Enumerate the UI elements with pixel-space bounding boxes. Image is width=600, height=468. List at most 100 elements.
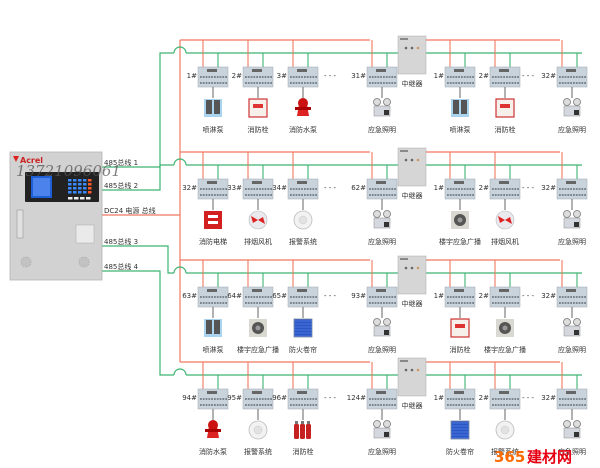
terminal-icon [573, 82, 575, 84]
terminal-icon [219, 302, 222, 304]
module-display-icon [376, 289, 386, 292]
terminal-icon [508, 398, 511, 400]
repeater-led-icon [404, 266, 408, 270]
terminal-icon [267, 194, 270, 196]
repeater-label: 中继器 [402, 299, 423, 308]
terminal-icon [561, 296, 564, 298]
module-address-label: 1# [434, 72, 444, 80]
terminal-icon [261, 302, 264, 304]
io-module: 34# 报警系统 [272, 152, 319, 246]
terminal-icon [561, 76, 564, 78]
lamp-a [373, 420, 381, 428]
terminal-icon [447, 404, 449, 406]
terminal-icon [259, 302, 261, 304]
module-display-icon [252, 289, 262, 292]
terminal-icon [492, 302, 494, 304]
terminal-icon [301, 398, 303, 400]
light-indicator [384, 432, 389, 437]
terminal-icon [214, 82, 216, 84]
terminal-icon [497, 194, 500, 196]
terminal-icon [570, 404, 572, 406]
terminal-icon [383, 188, 385, 190]
terminal-icon [391, 398, 394, 400]
terminal-icon [315, 398, 317, 400]
terminal-icon [567, 82, 570, 84]
terminal-icon [214, 296, 216, 298]
terminal-icon [455, 76, 458, 78]
terminal-icon [211, 296, 213, 298]
io-module: 31#应急照明 [351, 40, 398, 134]
lamp-a [563, 210, 571, 218]
fan-blade [505, 217, 512, 224]
terminal-icon [388, 398, 391, 400]
terminal-icon [200, 296, 202, 298]
terminal-icon [374, 194, 377, 196]
terminal-icon [225, 188, 227, 190]
terminal-icon [301, 296, 303, 298]
terminal-icon [295, 82, 298, 84]
module-display-icon [454, 69, 464, 72]
terminal-icon [578, 404, 581, 406]
terminal-icon [567, 188, 570, 190]
terminal-icon [383, 398, 385, 400]
terminal-icon [295, 194, 298, 196]
terminal-icon [264, 296, 267, 298]
io-module: 1#防火卷帘 [434, 362, 476, 456]
terminal-icon [306, 302, 309, 304]
module-address-label: 32# [182, 184, 197, 192]
module-address-label: 34# [272, 184, 287, 192]
ellipsis-left: - - - [324, 394, 337, 402]
device-label: 喷淋泵 [450, 125, 471, 134]
terminal-icon [298, 404, 301, 406]
terminal-icon [245, 82, 247, 84]
repeater-body [397, 147, 427, 187]
light-indicator [384, 330, 389, 335]
module-address-label: 124# [347, 394, 366, 402]
terminal-icon [447, 398, 449, 400]
terminal-icon [472, 398, 474, 400]
terminal-icon [256, 296, 258, 298]
terminal-icon [455, 188, 458, 190]
keypad-key-icon [83, 183, 87, 186]
terminal-icon [222, 302, 225, 304]
terminal-icon [315, 194, 317, 196]
device-label: 消防电梯 [199, 237, 227, 246]
terminal-icon [253, 82, 256, 84]
box-label [500, 104, 510, 108]
terminal-icon [369, 404, 371, 406]
cylinder [306, 424, 311, 439]
terminal-icon [261, 398, 264, 400]
repeater-led-icon [410, 368, 414, 372]
terminal-icon [208, 188, 211, 190]
terminal-icon [511, 82, 514, 84]
terminal-icon [290, 302, 292, 304]
terminal-icon [380, 296, 382, 298]
terminal-icon [211, 302, 213, 304]
terminal-icon [492, 296, 494, 298]
terminal-icon [309, 188, 312, 190]
terminal-icon [461, 188, 463, 190]
terminal-icon [222, 398, 225, 400]
terminal-icon [211, 188, 213, 190]
io-module: 1#消防栓 [434, 260, 476, 354]
terminal-icon [270, 82, 272, 84]
lamp-b [383, 420, 391, 428]
pump-b [461, 100, 467, 114]
keypad-key-icon [73, 183, 77, 186]
module-display-icon [566, 289, 576, 292]
terminal-icon [492, 188, 494, 190]
terminal-icon [388, 194, 391, 196]
device-label: 报警系统 [289, 237, 317, 246]
terminal-icon [261, 296, 264, 298]
terminal-icon [559, 404, 561, 406]
terminal-icon [452, 194, 455, 196]
box-label [253, 104, 263, 108]
terminal-icon [371, 82, 374, 84]
terminal-icon [570, 76, 572, 78]
terminal-icon [575, 404, 578, 406]
terminal-icon [469, 82, 472, 84]
repeater-led-icon [416, 266, 420, 270]
io-module: 65#防火卷帘 [272, 260, 319, 354]
terminal-icon [200, 82, 202, 84]
terminal-icon [253, 404, 256, 406]
